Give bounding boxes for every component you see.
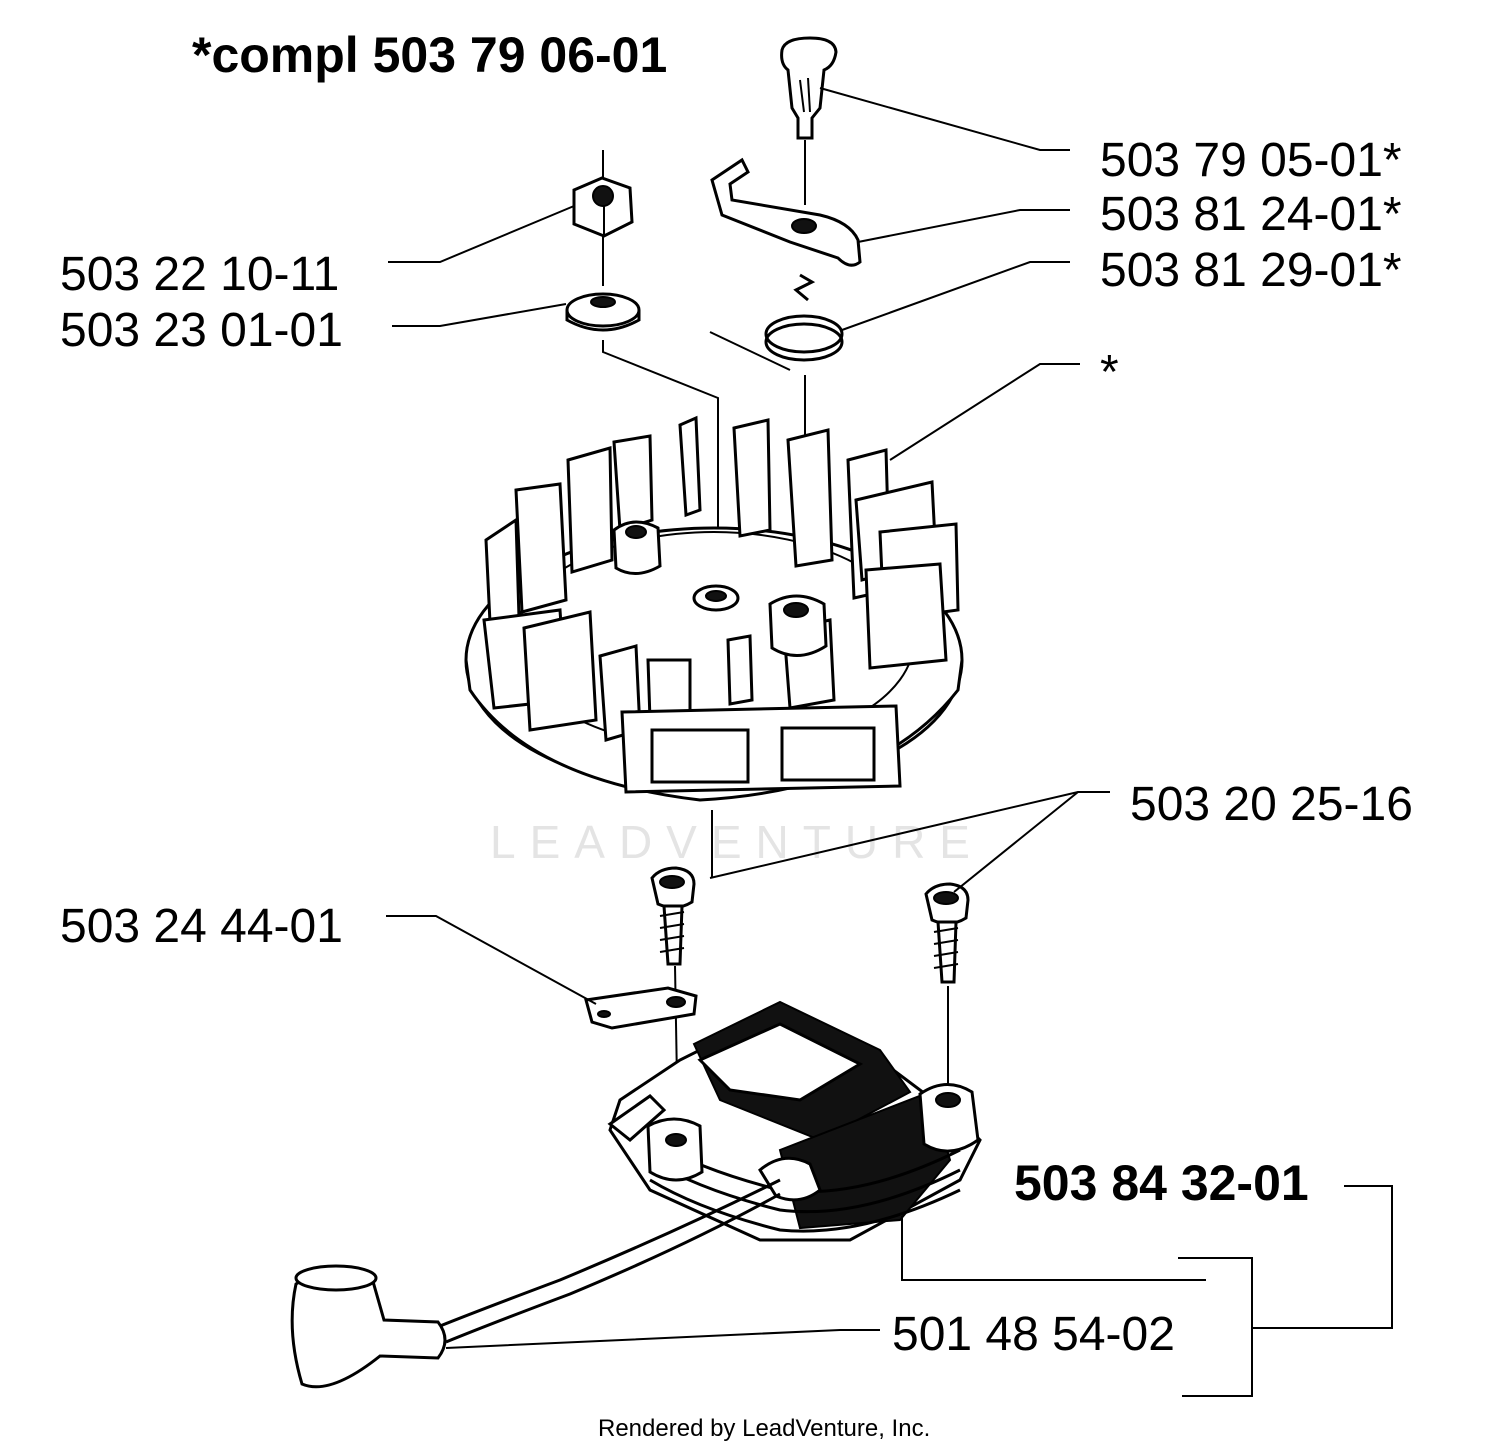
- assembly-title: *compl 503 79 06-01: [192, 27, 667, 83]
- label-flywheel: *: [1100, 346, 1119, 399]
- label-screws: 503 20 25-16: [1130, 778, 1413, 831]
- ignition-module-part: [607, 1000, 982, 1242]
- label-terminal: 503 24 44-01: [60, 900, 343, 953]
- label-ignition-module: 503 84 32-01: [1014, 1155, 1309, 1211]
- label-nut: 503 22 10-11: [60, 248, 339, 301]
- ignition-lead-part: [290, 1178, 781, 1389]
- terminal-part: [584, 986, 698, 1030]
- flywheel-part: [464, 415, 964, 878]
- washer-part: [565, 292, 719, 590]
- label-pawl: 503 81 24-01*: [1100, 188, 1402, 241]
- watermark-text: LEADVENTURE: [490, 816, 984, 868]
- pawl-part: [710, 157, 862, 267]
- screw-left-part: [650, 866, 696, 1139]
- leader-lines: [386, 87, 1393, 1397]
- label-washer: 503 23 01-01: [60, 304, 343, 357]
- label-pawl-pin: 503 79 05-01*: [1100, 134, 1402, 187]
- screw-right-part: [924, 882, 970, 1086]
- label-ignition-lead: 501 48 54-02: [892, 1308, 1175, 1361]
- nut-part: [572, 150, 634, 286]
- pawl-pin-part: [780, 36, 838, 205]
- footer-credit: Rendered by LeadVenture, Inc.: [598, 1415, 930, 1442]
- label-spring: 503 81 29-01*: [1100, 244, 1402, 297]
